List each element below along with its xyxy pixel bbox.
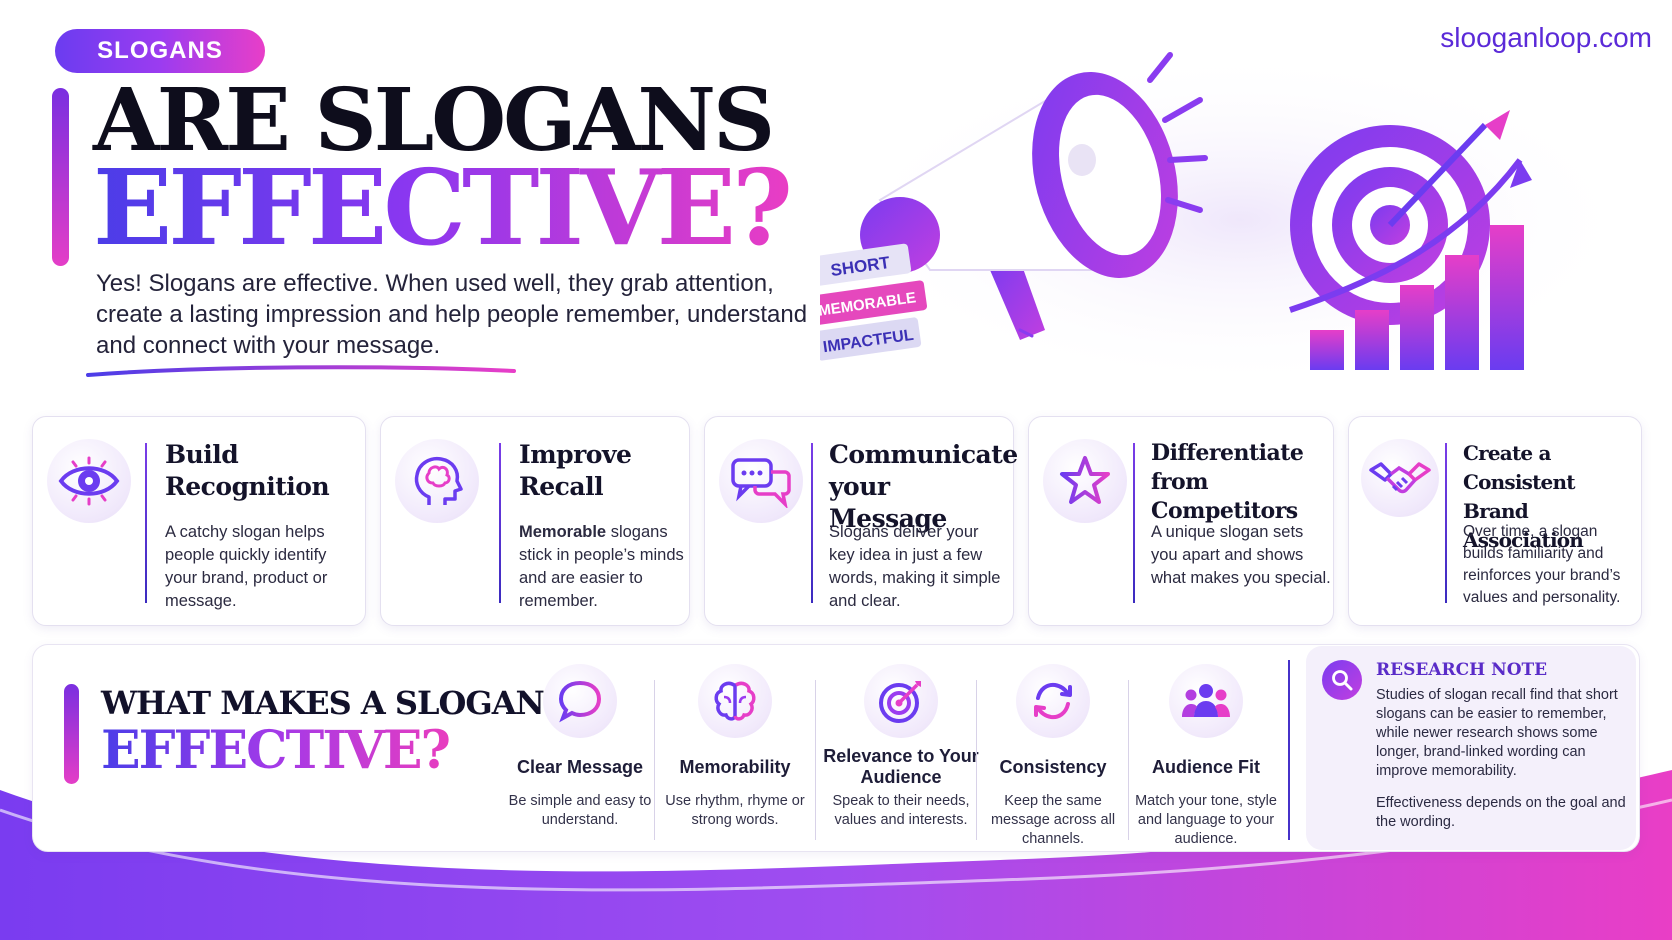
feature-text: Be simple and easy to understand.	[508, 793, 652, 828]
brain-icon	[698, 664, 772, 738]
feature-title: Memorability	[679, 756, 791, 777]
feature-memorability: Memorability Use rhythm, rhyme or strong…	[660, 664, 810, 830]
target-icon	[1290, 110, 1510, 325]
handshake-icon	[1361, 439, 1439, 517]
feature-clear-message: Clear Message Be simple and easy to unde…	[505, 664, 655, 830]
category-badge: SLOGANS	[55, 29, 265, 73]
card-improve-recall: Improve Recall Memorable slogans stick i…	[380, 416, 690, 626]
feature-text: Keep the same message across all channel…	[990, 793, 1116, 847]
feature-title: Relevance to Your Audience	[823, 746, 979, 787]
research-conclusion: Effectiveness depends on the goal and th…	[1376, 795, 1626, 830]
card-text: Over time, a slogan builds familiarity a…	[1463, 523, 1621, 606]
feature-relevance: Relevance to Your Audience Speak to thei…	[821, 664, 981, 830]
feature-title: Clear Message	[516, 756, 644, 777]
star-icon	[1043, 439, 1127, 523]
speech-bubble-icon	[543, 664, 617, 738]
hero-tag-memorable: MEMORABLE	[820, 280, 927, 326]
feature-consistency: Consistency Keep the same message across…	[978, 664, 1128, 849]
feature-text: Match your tone, style and language to y…	[1135, 793, 1277, 847]
card-title: Differentiate from Competitors	[1151, 440, 1304, 524]
card-text: Memorable slogans stick in people’s mind…	[519, 521, 684, 613]
card-title: Communicate your Message	[829, 440, 1018, 533]
hero-tag-impactful: IMPACTFUL	[820, 317, 922, 361]
feature-audience-fit: Audience Fit Match your tone, style and …	[1131, 664, 1281, 849]
feature-text: Use rhythm, rhyme or strong words.	[665, 793, 805, 828]
people-icon	[1169, 664, 1243, 738]
card-divider	[811, 443, 813, 603]
card-divider	[145, 443, 147, 603]
card-title: Create a Consistent Brand Association	[1463, 441, 1584, 552]
section-title-line1: WHAT MAKES A SLOGAN	[101, 684, 545, 722]
eye-icon	[47, 439, 131, 523]
card-title: Build Recognition	[165, 440, 330, 501]
feature-text: Speak to their needs, values and interes…	[832, 793, 970, 828]
feature-divider	[976, 680, 977, 840]
feature-divider	[815, 680, 816, 840]
brain-head-icon	[395, 439, 479, 523]
chat-bubbles-icon	[719, 439, 803, 523]
site-url[interactable]: slooganloop.com	[1440, 22, 1652, 53]
card-divider	[499, 443, 501, 603]
card-build-recognition: Build Recognition A catchy slogan helps …	[32, 416, 366, 626]
card-divider	[1445, 443, 1447, 603]
research-text: Studies of slogan recall find that short…	[1376, 687, 1618, 779]
page-title-line1: ARE SLOGANS	[93, 70, 775, 171]
card-text: A unique slogan sets you apart and shows…	[1151, 523, 1331, 587]
section-accent-bar	[64, 684, 79, 784]
card-text: A catchy slogan helps people quickly ide…	[165, 523, 328, 610]
feature-divider	[1128, 680, 1129, 840]
research-note: RESEARCH NOTE Studies of slogan recall f…	[1306, 646, 1636, 850]
card-title: Improve Recall	[519, 440, 632, 501]
feature-divider	[654, 680, 655, 840]
card-text-rest: slogans stick in people’s minds and are …	[519, 523, 684, 610]
megaphone-icon	[860, 71, 1178, 340]
card-brand-association: Create a Consistent Brand Association Ov…	[1348, 416, 1642, 626]
intro-underline	[86, 365, 516, 377]
title-accent-bar	[52, 88, 69, 266]
growth-bars-icon	[1289, 158, 1532, 370]
card-communicate-message: Communicate your Message Slogans deliver…	[704, 416, 1018, 626]
card-divider	[1133, 443, 1135, 603]
section-title-line2: EFFECTIVE?	[101, 720, 451, 781]
hero-tag-short: SHORT	[820, 243, 912, 286]
research-divider	[1288, 660, 1290, 840]
card-differentiate: Differentiate from Competitors A unique …	[1028, 416, 1334, 626]
page-title-line2: EFFECTIVE?	[93, 146, 793, 269]
magnifier-icon	[1322, 660, 1362, 700]
refresh-icon	[1016, 664, 1090, 738]
target-icon	[864, 664, 938, 738]
feature-title: Audience Fit	[1151, 756, 1260, 777]
hero-illustration: SHORT MEMORABLE IMPACTFUL	[820, 50, 1640, 390]
card-text: Slogans deliver your key idea in just a …	[829, 523, 1001, 610]
feature-title: Consistency	[999, 756, 1107, 777]
research-title: RESEARCH NOTE	[1376, 660, 1548, 680]
intro-text: Yes! Slogans are effective. When used we…	[96, 270, 808, 359]
card-text-bold: Memorable	[519, 523, 607, 541]
